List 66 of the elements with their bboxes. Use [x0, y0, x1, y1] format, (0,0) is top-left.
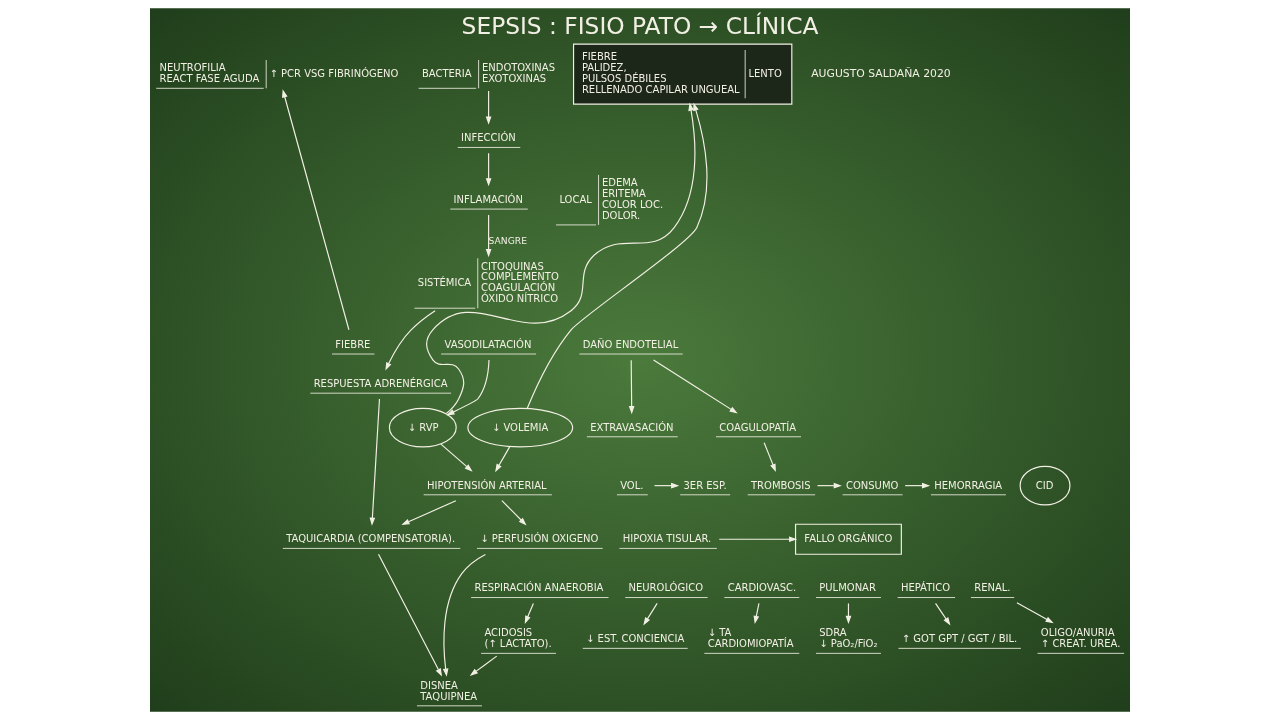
node-box: FIEBRE PALIDEZ, PULSOS DÉBILES RELLENADO CAPILAR UNGUEAL LENTO [573, 43, 793, 105]
node-text: EXTRAVASACIÓN [590, 421, 674, 433]
node-text: VASODILATACIÓN [444, 338, 532, 350]
node-text: ACIDOSIS (↑ LACTATO). [484, 627, 552, 650]
node-text: INFLAMACIÓN [453, 193, 523, 205]
node-text: NEUROLÓGICO [628, 582, 704, 594]
node-ellipse: CID [1019, 465, 1071, 506]
node-text: TAQUICARDIA (COMPENSATORIA). [286, 533, 456, 545]
node-text: CONSUMO [845, 479, 899, 491]
label: AUGUSTO SALDAÑA 2020 [811, 66, 951, 80]
edge-label: SANGRE [488, 234, 527, 246]
node-text: ↓ TA CARDIOMIOPATÍA [707, 627, 794, 650]
node-text: RESPIRACIÓN ANAEROBIA [474, 582, 604, 594]
arrow [446, 359, 490, 416]
node-text: NEUTROFILIA REACT FASE AGUDA ↑ PCR VSG FIBRINÓGENO [159, 62, 399, 85]
node-text: FIEBRE [335, 338, 371, 350]
arrow [469, 655, 498, 676]
arrow [426, 102, 696, 415]
arrow [485, 152, 492, 187]
node-text: RENAL. [974, 582, 1011, 594]
arrow [524, 602, 534, 624]
arrow [401, 500, 457, 525]
arrow [763, 442, 776, 473]
node-text: ↓ PERFUSIÓN OXIGENO [480, 533, 599, 545]
arrow [1016, 602, 1054, 624]
node-text: HIPOTENSIÓN ARTERIAL [426, 479, 547, 491]
arrow [526, 102, 708, 409]
arrow [440, 443, 473, 472]
arrow [643, 602, 658, 626]
node-text: RESPUESTA ADRENÉRGICA [313, 378, 448, 390]
node-text: TROMBOSIS [750, 479, 811, 491]
node-ellipse: ↓ VOLEMIA [467, 407, 574, 448]
node-text: HEMORRAGIA [934, 479, 1003, 491]
node-text: BACTERIA ENDOTOXINAS EXOTOXINAS [421, 62, 556, 85]
arrow [934, 602, 951, 626]
node-text: 3ER ESP. [683, 479, 727, 491]
node-text: CARDIOVASC. [727, 582, 797, 594]
node-box: FALLO ORGÁNICO [794, 523, 902, 555]
arrow [652, 359, 738, 414]
node-text: SISTÉMICA CITOQUINAS COMPLEMENTO COAGULACIÓN ÓXIDO NÍTRICO [417, 260, 559, 305]
arrow [385, 310, 436, 371]
diagram-title: SEPSIS : FISIO PATO → CLÍNICA [461, 11, 819, 39]
arrow [501, 500, 527, 526]
arrow [718, 536, 798, 543]
arrow [282, 89, 350, 331]
arrow [442, 553, 486, 677]
node-text: HIPOXIA TISULAR. [622, 533, 712, 545]
arrow [377, 553, 443, 677]
arrow [485, 90, 492, 125]
node-text: COAGULOPATÍA [719, 421, 797, 433]
arrow [495, 446, 511, 473]
node-text: DAÑO ENDOTELIAL [582, 338, 679, 350]
node-text: VOL. [620, 479, 644, 491]
node-text: LOCAL EDEMA ERITEMA COLOR LOC. DOLOR. [559, 177, 664, 221]
arrow [753, 602, 760, 624]
node-text: SDRA ↓ PaO₂/FiO₂ [819, 627, 878, 650]
node-text: ↓ EST. CONCIENCIA [586, 633, 685, 645]
node-text: HEPÁTICO [900, 582, 951, 594]
node-text: ↑ GOT GPT / GGT / BIL. [901, 633, 1018, 645]
node-text: PULMONAR [819, 582, 876, 594]
arrow [369, 398, 381, 526]
arrow [485, 214, 492, 258]
arrow [628, 359, 635, 415]
node-text: DISNEA TAQUIPNEA [420, 679, 478, 702]
node-text: OLIGO/ANURIA ↑ CREAT. UREA. [1040, 627, 1121, 650]
node-text: INFECCIÓN [461, 132, 516, 144]
